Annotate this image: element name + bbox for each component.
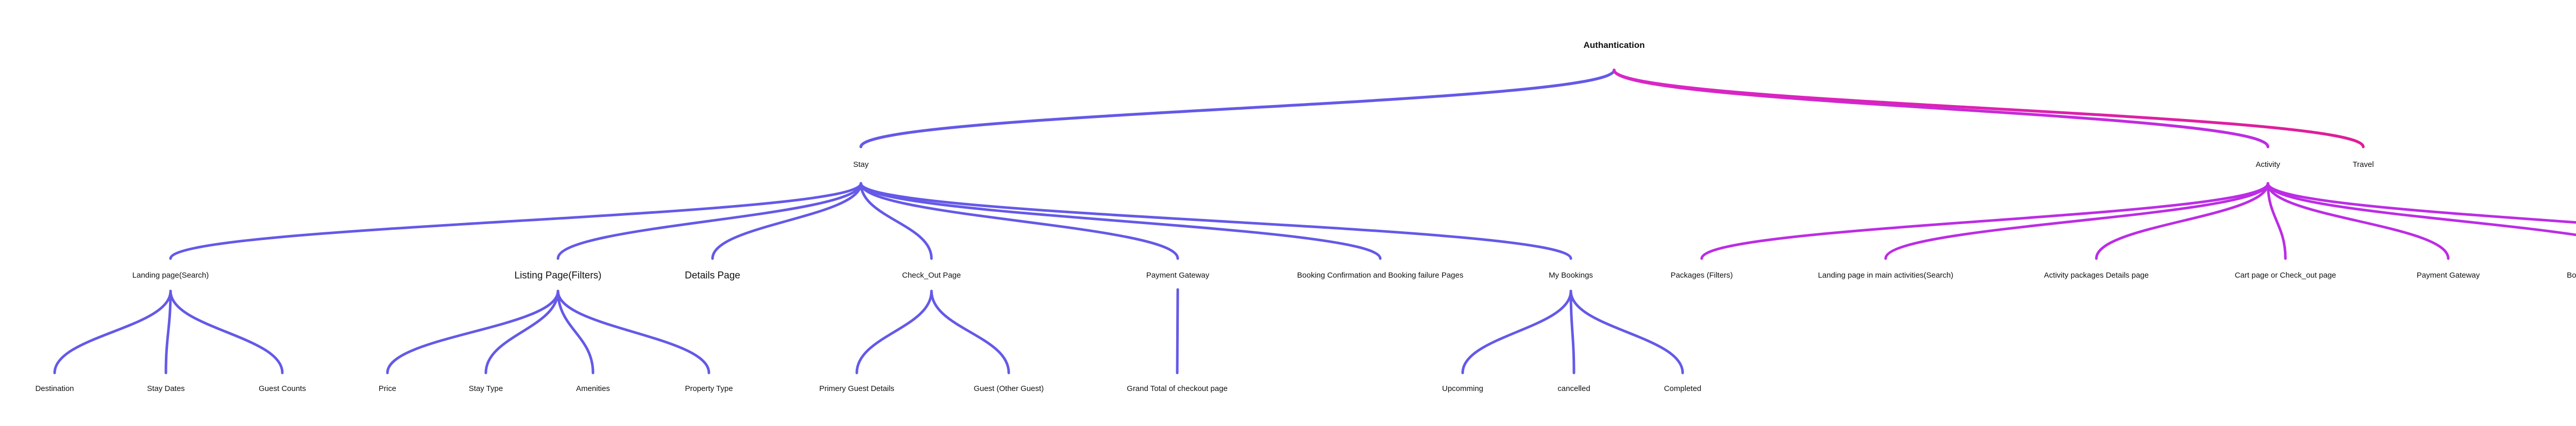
edge-authantication-stay [859, 69, 1616, 148]
edge-activity-booking-confirmation [2266, 182, 2576, 236]
edge-authantication-activity [1613, 69, 2269, 148]
edge-stay-landing-page-search [169, 182, 862, 260]
node-grand-total-checkout[interactable]: Grand Total of checkout page [1127, 384, 1228, 393]
node-activity-packages-details[interactable]: Activity packages Details page [2044, 271, 2149, 280]
edge-activity-packages-details-page [2095, 182, 2269, 260]
node-travel[interactable]: Travel [2352, 160, 2374, 169]
node-payment-gateway-stay[interactable]: Payment Gateway [1146, 271, 1210, 280]
node-check-out-page[interactable]: Check_Out Page [902, 271, 961, 280]
edge-checkout-primery-guest-details [855, 289, 933, 374]
node-details-page[interactable]: Details Page [685, 270, 740, 281]
edge-stay-my-bookings [859, 182, 1572, 260]
node-booking-confirmation-activity[interactable]: Booking Confirmation and Booking Failure… [2567, 271, 2576, 280]
node-upcomming[interactable]: Upcomming [1442, 384, 1484, 393]
edge-payment-grand-total [1176, 288, 1179, 374]
edge-landing-guest-counts [169, 289, 284, 374]
edge-stay-check-out-page [859, 182, 933, 260]
node-price[interactable]: Price [378, 384, 397, 393]
node-guest-other-guest[interactable]: Guest (Other Guest) [974, 384, 1044, 393]
node-stay[interactable]: Stay [853, 160, 869, 169]
node-stay-dates[interactable]: Stay Dates [147, 384, 185, 393]
edge-landing-destination [53, 289, 172, 374]
edge-stay-booking-confirmation [859, 182, 1382, 260]
node-cancelled[interactable]: cancelled [1557, 384, 1590, 393]
node-listing-page-filters[interactable]: Listing Page(Filters) [514, 270, 602, 281]
edge-listing-amenities [556, 289, 595, 374]
node-landing-page-search[interactable]: Landing page(Search) [132, 271, 209, 280]
edge-stay-listing-page-filters [556, 182, 862, 260]
node-authantication[interactable]: Authantication [1583, 40, 1645, 50]
node-guest-counts[interactable]: Guest Counts [259, 384, 306, 393]
edge-mybookings-completed [1569, 289, 1684, 374]
node-my-bookings-stay[interactable]: My Bookings [1549, 271, 1593, 280]
edge-activity-packages-filters [1700, 182, 2269, 260]
edge-listing-price [386, 289, 560, 374]
edge-activity-landing-page-main-activities [1884, 182, 2269, 260]
edge-authantication-travel [1613, 69, 2365, 148]
node-activity[interactable]: Activity [2256, 160, 2280, 169]
node-payment-gateway-activity[interactable]: Payment Gateway [2416, 271, 2480, 280]
edge-mybookings-upcomming [1461, 289, 1572, 374]
node-completed[interactable]: Completed [1664, 384, 1702, 393]
edge-landing-stay-dates [164, 289, 172, 374]
edge-listing-property-type [556, 289, 710, 374]
node-packages-filters[interactable]: Packages (Filters) [1670, 271, 1733, 280]
edge-activity-payment-gateway [2266, 182, 2450, 260]
node-property-type[interactable]: Property Type [685, 384, 733, 393]
edge-stay-details-page [711, 182, 862, 260]
node-cart-checkout-page[interactable]: Cart page or Check_out page [2234, 271, 2336, 280]
node-stay-type[interactable]: Stay Type [468, 384, 503, 393]
edge-stay-payment-gateway [859, 182, 1179, 260]
edge-checkout-guest-other-guest [930, 289, 1010, 374]
node-primery-guest-details[interactable]: Primery Guest Details [819, 384, 894, 393]
edge-listing-stay-type [484, 289, 560, 374]
node-destination[interactable]: Destination [35, 384, 74, 393]
edge-activity-cart-checkout-page [2266, 182, 2287, 260]
node-landing-page-main-activities[interactable]: Landing page in main activities(Search) [1818, 271, 1954, 280]
edge-mybookings-cancelled [1569, 289, 1575, 374]
node-booking-confirmation-stay[interactable]: Booking Confirmation and Booking failure… [1297, 271, 1464, 280]
node-amenities[interactable]: Amenities [576, 384, 610, 393]
edge-activity-my-bookings [2266, 182, 2576, 224]
